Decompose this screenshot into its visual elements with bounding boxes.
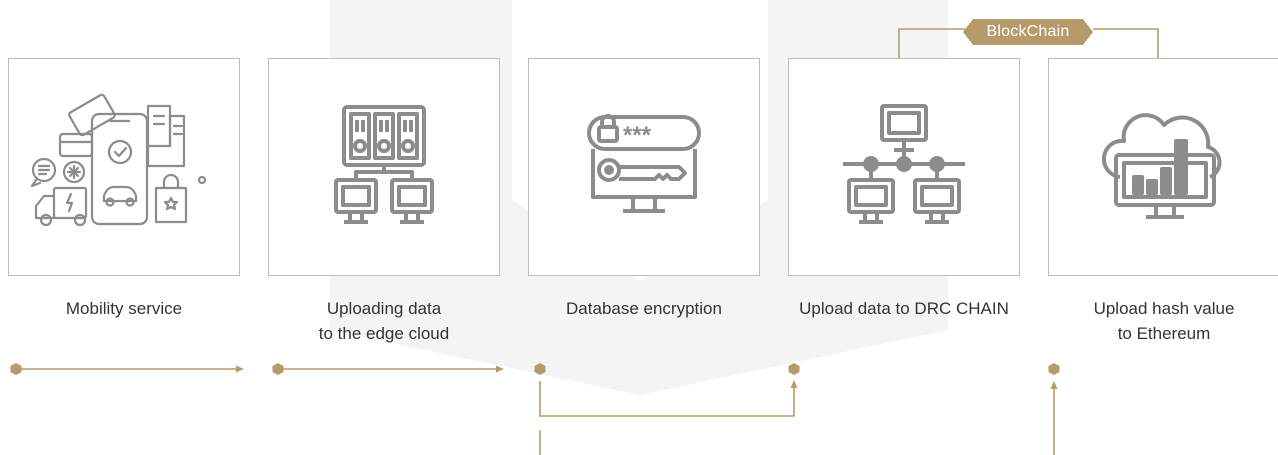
blockchain-badge: BlockChain (963, 19, 1093, 45)
step-label-line2: to the edge cloud (318, 324, 450, 343)
step-label-line1: Upload hash value (1093, 299, 1235, 318)
svg-text:***: *** (623, 122, 652, 149)
step-label-ethereum: Upload hash value to Ethereum (1034, 296, 1278, 346)
blockchain-label: BlockChain (986, 23, 1070, 40)
mobility-services-icon (30, 93, 207, 227)
step-box-encryption: *** (528, 58, 760, 276)
step-box-edge-cloud (268, 58, 500, 276)
step-label-mobility: Mobility service (0, 296, 254, 321)
server-rack-icon (334, 105, 434, 224)
step-label-line1: Mobility service (65, 299, 183, 318)
step-box-drc-chain (788, 58, 1020, 276)
cloud-analytics-icon (1101, 113, 1222, 219)
step-label-line2: to Ethereum (1117, 324, 1211, 343)
step-box-ethereum (1048, 58, 1278, 276)
step-label-line1: Uploading data (326, 299, 442, 318)
step-label-edge-cloud: Uploading data to the edge cloud (254, 296, 514, 346)
network-icon (843, 104, 965, 224)
step-label-drc-chain: Upload data to DRC CHAIN (774, 296, 1034, 321)
step-box-mobility (8, 58, 240, 276)
step-label-line1: Upload data to DRC CHAIN (799, 299, 1009, 318)
database-encryption-icon: *** (587, 114, 701, 213)
step-label-line1: Database encryption (566, 299, 722, 318)
step-label-encryption: Database encryption (514, 296, 774, 321)
